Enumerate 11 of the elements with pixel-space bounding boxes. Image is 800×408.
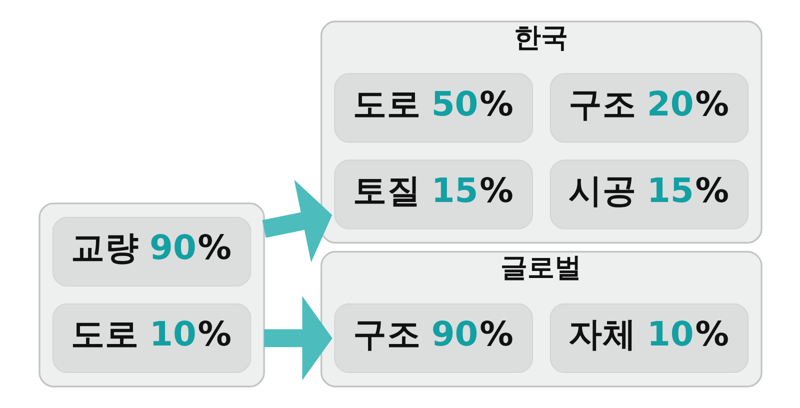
arrow	[264, 296, 332, 380]
node-box: 구조 20%	[549, 73, 748, 143]
node-box: 자체 10%	[549, 303, 748, 373]
node-box: 시공 15%	[549, 160, 748, 230]
node-box: 토질 15%	[334, 160, 532, 230]
node-box: 구조 90%	[334, 303, 532, 373]
arrow	[262, 180, 332, 262]
node-box: 교량 90%	[52, 216, 251, 287]
node-box: 도로 50%	[334, 73, 532, 143]
node-box: 도로 10%	[52, 303, 251, 373]
cluster	[38, 202, 264, 388]
